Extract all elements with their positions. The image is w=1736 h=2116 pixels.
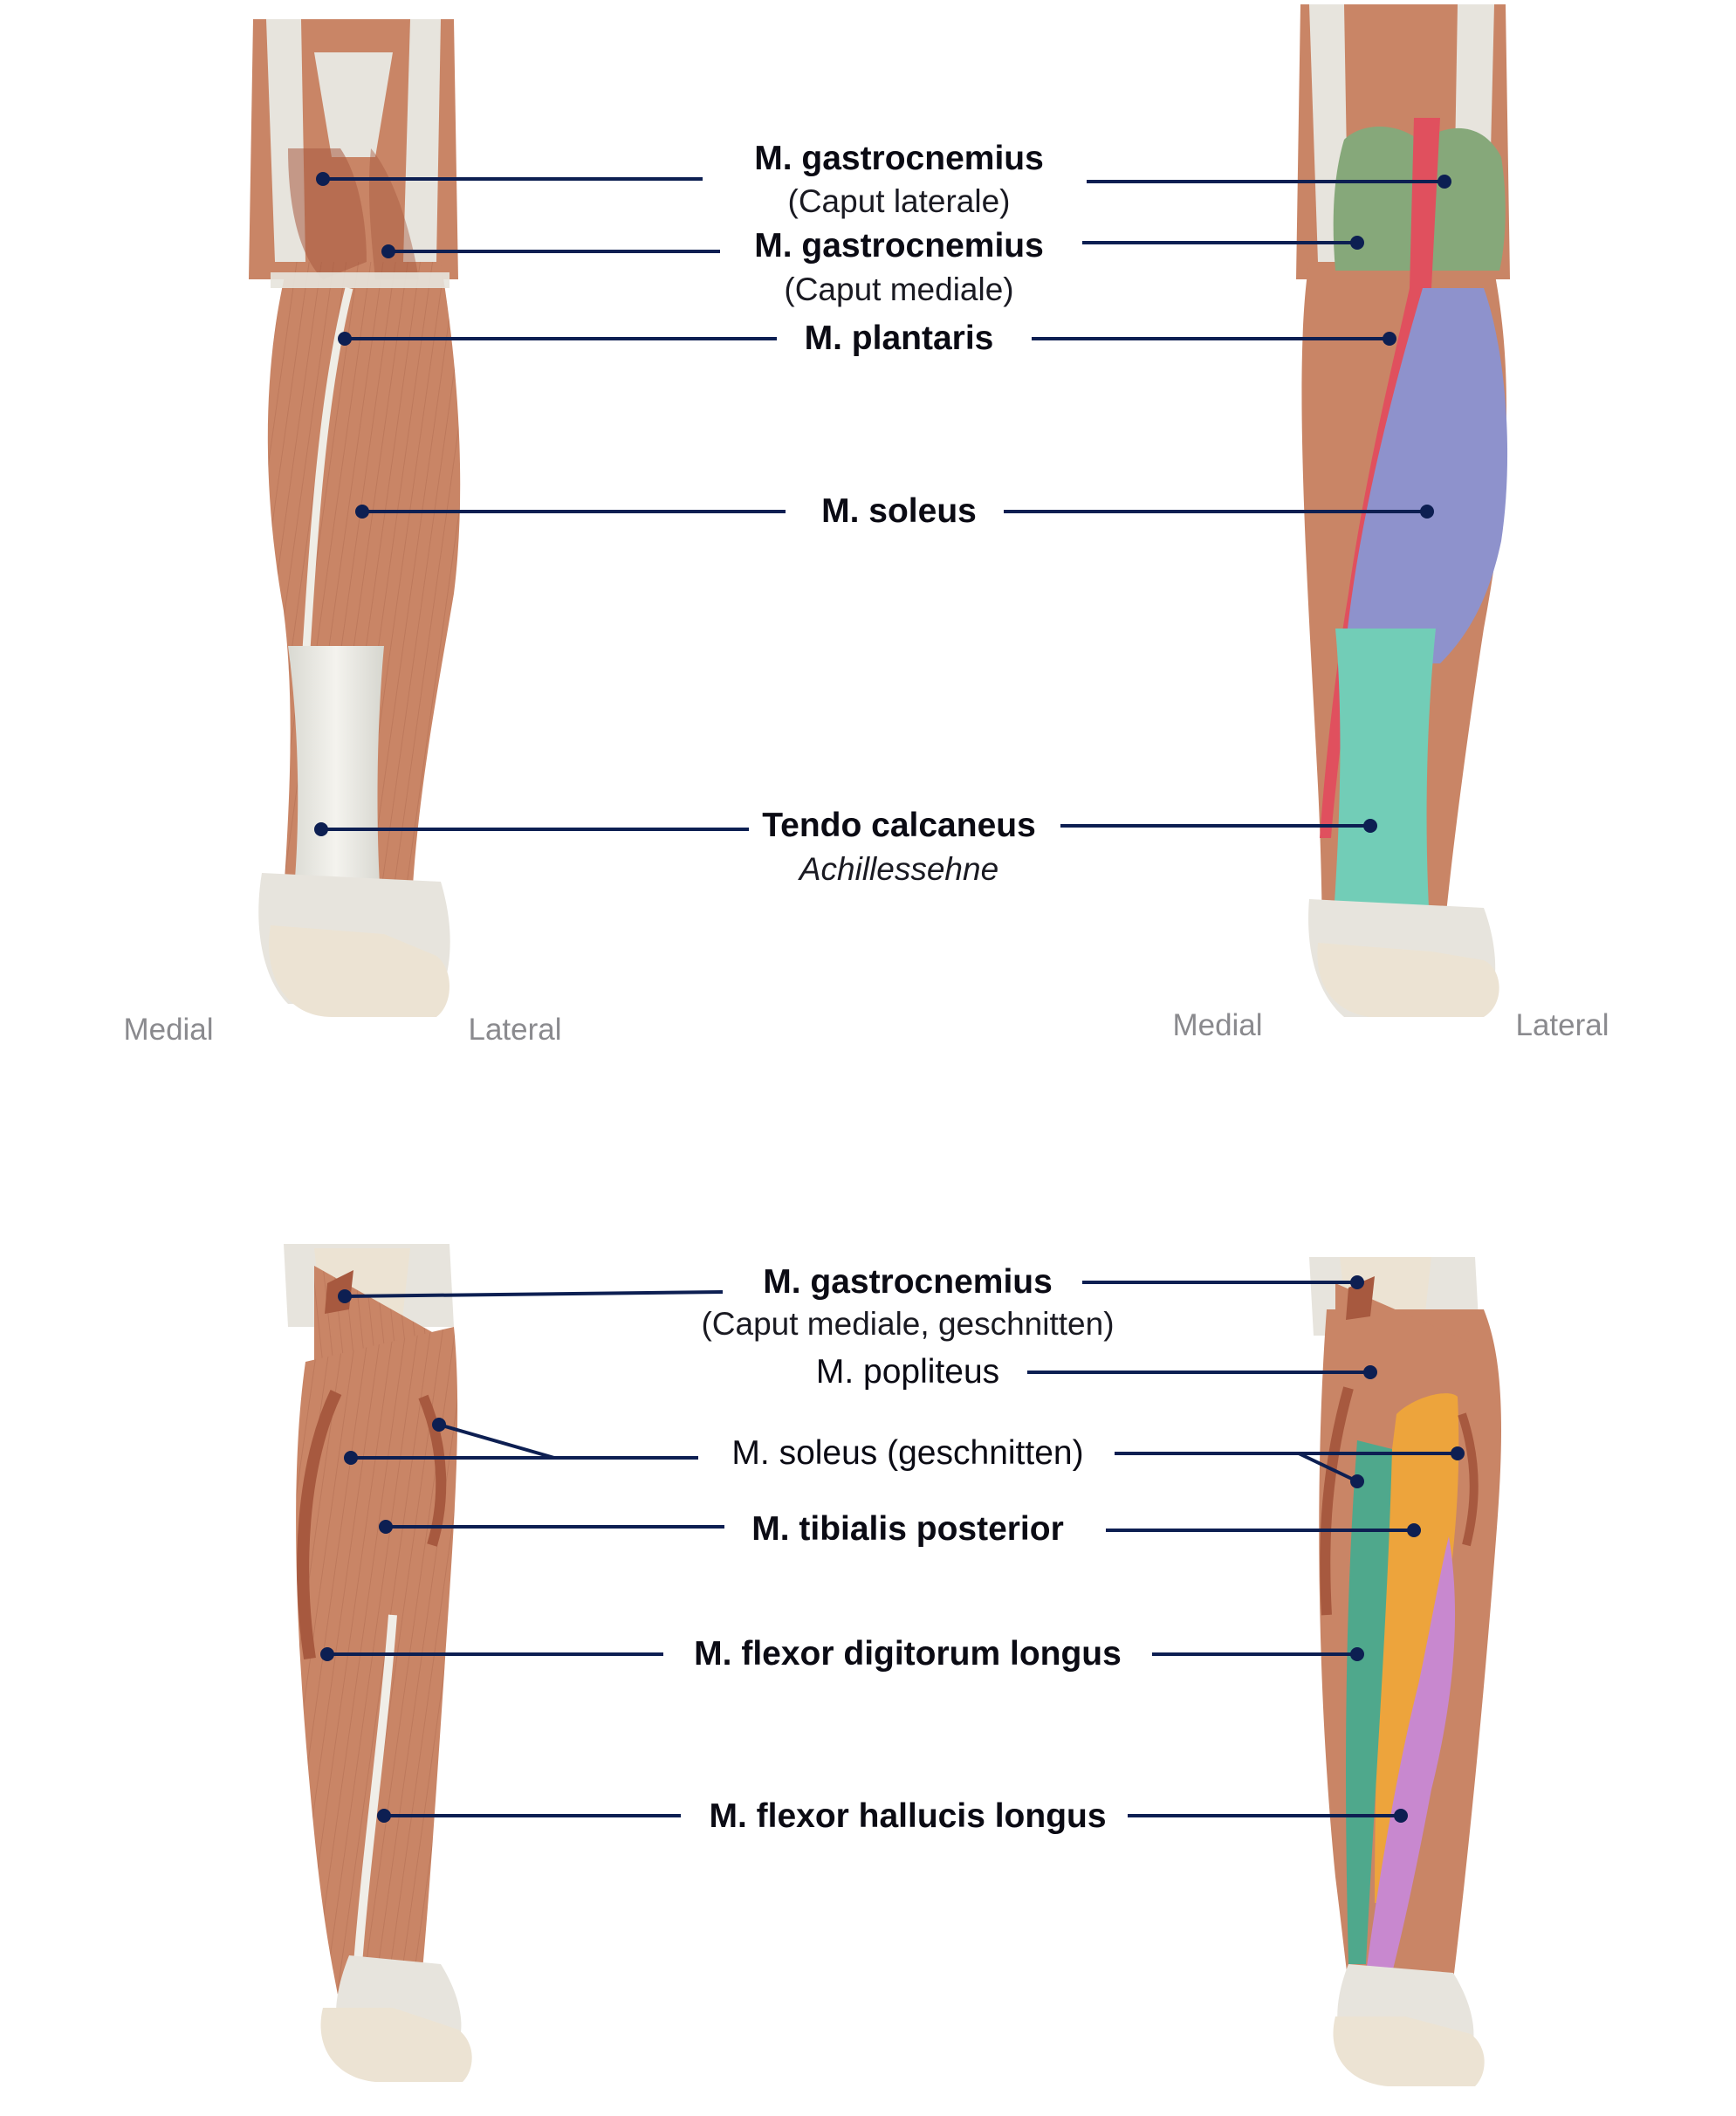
top-left-leg (249, 19, 461, 1017)
soleus-highlight (1344, 288, 1508, 663)
leader-dot (432, 1418, 446, 1432)
leader-dot (377, 1809, 391, 1823)
soleus-cut-lateral (1458, 1412, 1479, 1547)
soleus-cut-medial (1320, 1386, 1354, 1616)
label-popliteus: M. popliteus (815, 1353, 1000, 1391)
leader-dot (381, 244, 395, 258)
label-gastrocnemius-cut-sub: (Caput mediale, geschnitten) (701, 1306, 1115, 1342)
leader-line (438, 1423, 555, 1460)
leader-dot (1350, 236, 1364, 250)
flexor-digitorum-longus-highlight (1346, 1440, 1392, 1964)
bottom-left-leg (284, 1244, 472, 2082)
heel (269, 925, 449, 1017)
label-soleus-cut: M. soleus (geschnitten) (731, 1434, 1084, 1472)
leader-dot (1438, 175, 1451, 189)
gastrocnemius-lateral-head-highlight (1333, 127, 1421, 271)
orientation-medial-left: Medial (123, 1013, 214, 1047)
cut-edge (271, 272, 449, 288)
thigh-tendon-lateral (403, 19, 441, 262)
heel (1317, 943, 1499, 1017)
gastrocnemius-medial-head (368, 148, 419, 279)
leader-dot (1407, 1523, 1421, 1537)
soleus-cut-lateral (418, 1394, 447, 1547)
top-right-leg (1296, 4, 1510, 1017)
heel (1333, 2016, 1485, 2086)
label-tendo-calcaneus: Tendo calcaneus (762, 807, 1036, 844)
bottom-right-leg (1309, 1257, 1501, 2086)
leader-line (344, 1290, 724, 1298)
leader-dot (338, 332, 352, 346)
gastrocnemius-medial-head-highlight (1424, 127, 1506, 271)
label-gastrocnemius-lateral-sub: (Caput laterale) (787, 183, 1011, 219)
leader-dot (316, 172, 330, 186)
leader-line (1298, 1452, 1358, 1483)
leader-dot (1350, 1647, 1364, 1661)
leader-dot (1394, 1809, 1408, 1823)
orientation-medial-right: Medial (1172, 1008, 1263, 1042)
flexor-hallucis-longus-highlight (1366, 1536, 1456, 1973)
leader-dot (344, 1451, 358, 1465)
label-gastrocnemius-medial: M. gastrocnemius (754, 227, 1044, 264)
label-gastrocnemius-lateral: M. gastrocnemius (754, 140, 1044, 177)
label-tibialis-posterior: M. tibialis posterior (751, 1510, 1064, 1548)
label-flexor-hallucis-longus: M. flexor hallucis longus (709, 1797, 1107, 1835)
leader-dot (314, 822, 328, 836)
label-gastrocnemius-medial-sub: (Caput mediale) (784, 271, 1014, 307)
leader-dot (338, 1289, 352, 1303)
leader-dot (1383, 332, 1396, 346)
label-achillessehne: Achillessehne (799, 851, 999, 887)
soleus-cut-medial (297, 1390, 342, 1660)
label-flexor-digitorum-longus: M. flexor digitorum longus (694, 1635, 1122, 1673)
leader-dot (320, 1647, 334, 1661)
label-plantaris: M. plantaris (804, 319, 994, 357)
deep-calf-fibers (296, 1327, 458, 2008)
achilles-tendon (288, 646, 384, 943)
label-gastrocnemius-cut: M. gastrocnemius (763, 1263, 1053, 1301)
leader-dot (1350, 1474, 1364, 1488)
leader-dot (1363, 1365, 1377, 1379)
tibialis-posterior-highlight (1375, 1393, 1459, 1903)
tendo-calcaneus-highlight (1331, 629, 1436, 952)
orientation-lateral-left: Lateral (468, 1013, 562, 1047)
heel (320, 2008, 472, 2082)
popliteal-fossa (314, 52, 393, 157)
leader-dot (1363, 819, 1377, 833)
leader-lines (314, 172, 1465, 1823)
leader-dot (1350, 1275, 1364, 1289)
leader-dot (355, 505, 369, 519)
leader-dot (1451, 1446, 1465, 1460)
leader-dot (379, 1520, 393, 1534)
gastrocnemius-lateral-head (288, 148, 367, 279)
leader-dot (1420, 505, 1434, 519)
label-soleus: M. soleus (821, 492, 977, 530)
orientation-lateral-right: Lateral (1515, 1008, 1609, 1042)
flexor-tendon (353, 1614, 397, 1965)
